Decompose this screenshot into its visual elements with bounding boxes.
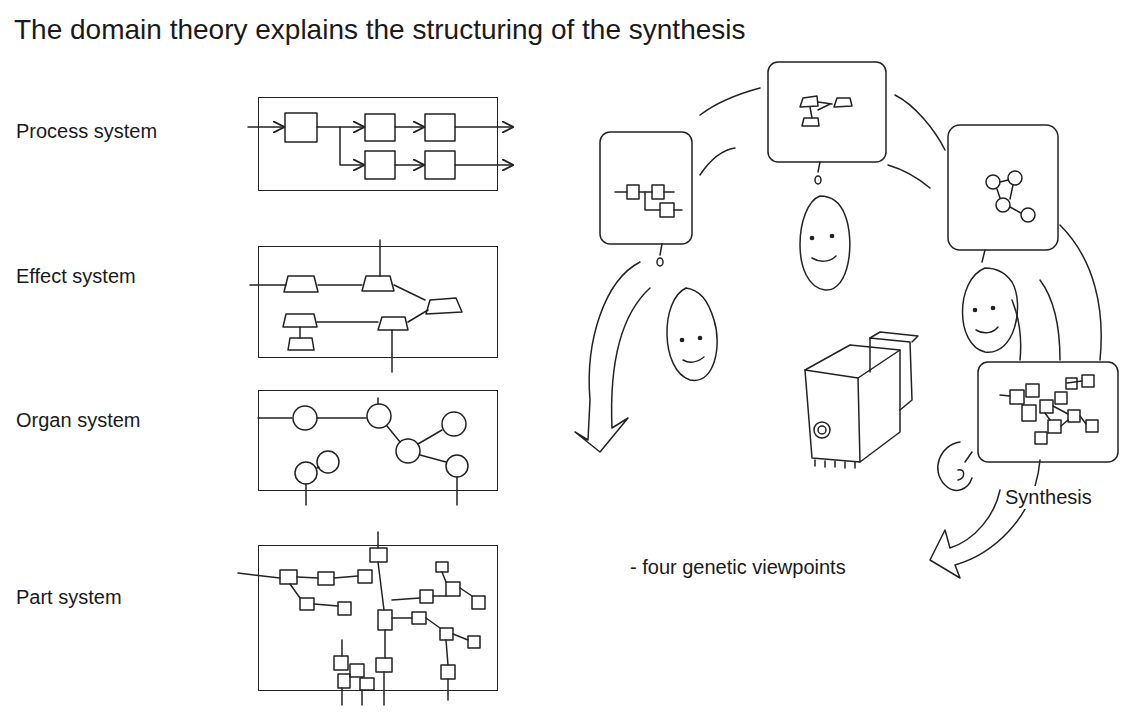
effect-sketch — [250, 240, 462, 372]
process-sketch — [248, 113, 512, 179]
system-label: Organ system — [16, 409, 140, 432]
part-sketch — [238, 532, 485, 705]
system-box: Process system — [258, 97, 498, 191]
organ-sketch — [258, 398, 468, 505]
annotation-label: - four genetic viewpoints — [628, 556, 848, 579]
machine-illustration — [805, 332, 918, 468]
system-box: Part system — [258, 545, 498, 691]
annotation-label: Synthesis — [1003, 486, 1094, 509]
system-label: Effect system — [16, 265, 136, 288]
viewpoint-illustration — [575, 62, 1118, 578]
diagram-title: The domain theory explains the structuri… — [14, 14, 746, 46]
system-box: Effect system — [258, 246, 498, 358]
system-label: Part system — [16, 586, 122, 609]
system-label: Process system — [16, 120, 157, 143]
system-box: Organ system — [258, 390, 498, 491]
